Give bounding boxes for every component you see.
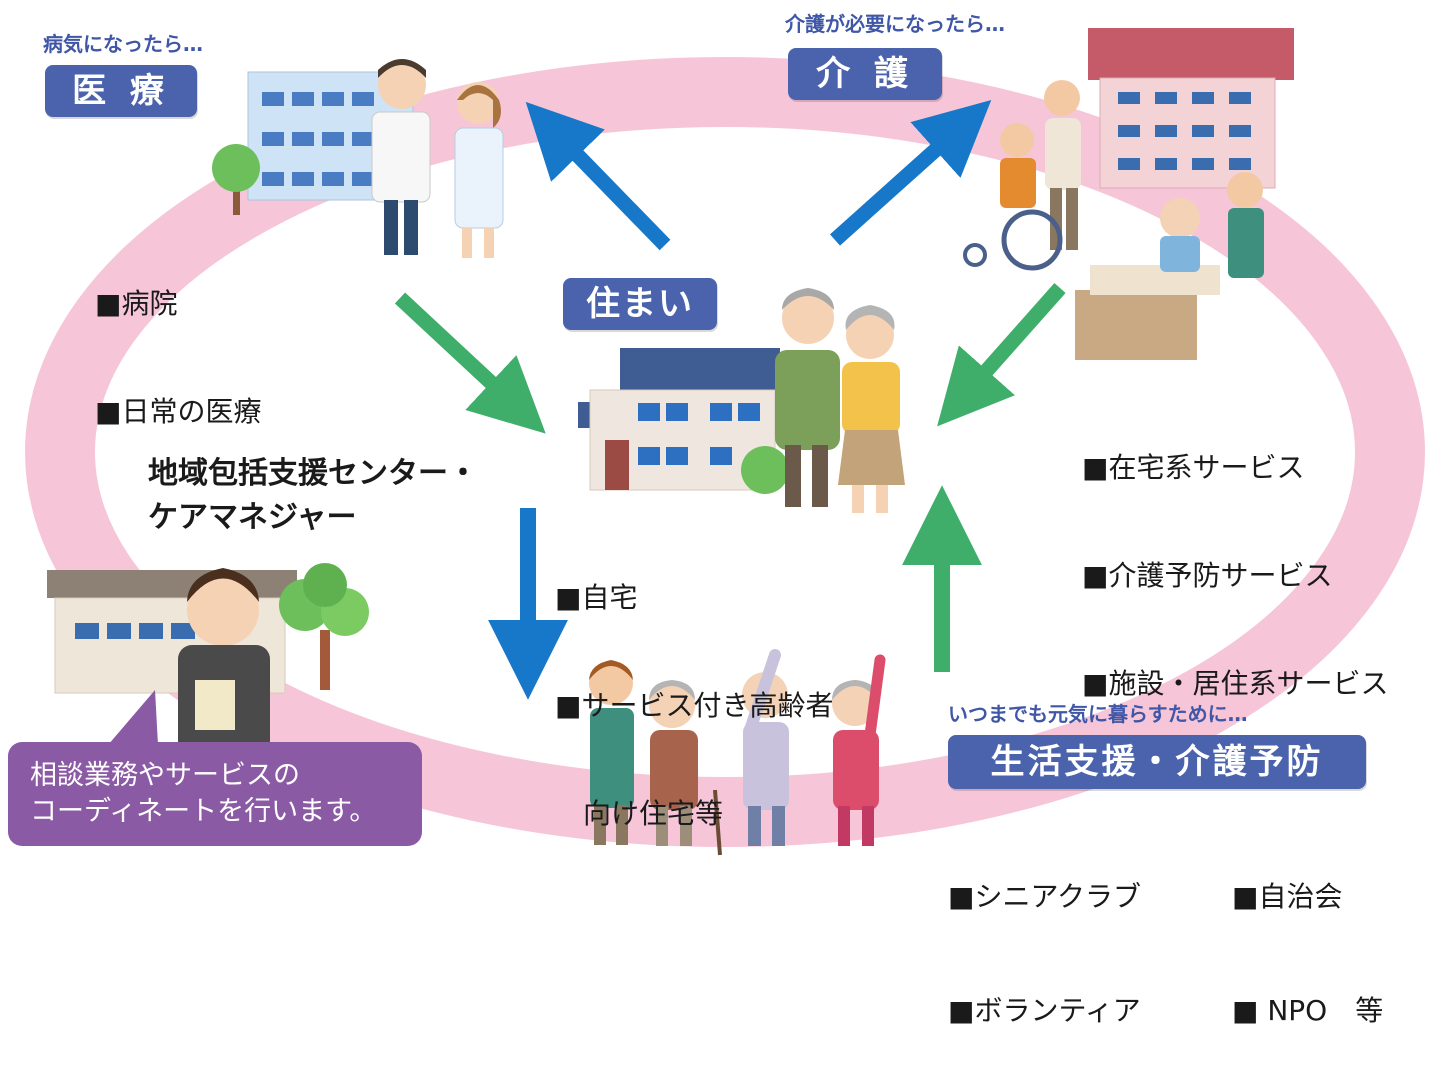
care-item-prevention-services: ■介護予防サービス <box>1082 559 1333 592</box>
housing-item-own-home: ■自宅 <box>555 581 638 614</box>
housing-item-serviced-housing-cont: 向け住宅等 <box>555 797 724 830</box>
medical-subtitle: 病気になったら… <box>43 32 203 56</box>
support-center-label: 地域包括支援センター・ ケアマネジャー <box>148 452 478 540</box>
doctor-nurse-icon <box>371 59 504 258</box>
consultation-line-2: コーディネートを行います。 <box>30 796 377 827</box>
housing-badge: 住まい <box>563 278 717 330</box>
care-item-home-services: ■在宅系サービス <box>1082 451 1305 484</box>
housing-list: ■自宅 ■サービス付き高齢者 向け住宅等 <box>555 508 833 868</box>
care-subtitle: 介護が必要になったら… <box>785 12 1005 36</box>
care-facility-icon <box>1088 28 1294 189</box>
house-icon <box>578 348 789 494</box>
care-manager-icon <box>178 568 270 755</box>
consultation-speech-bubble: 相談業務やサービスの コーディネートを行います。 <box>8 742 422 846</box>
speech-bubble-tail <box>108 690 158 745</box>
tree-icon <box>212 144 260 215</box>
arrow-care-to-home <box>937 283 1066 427</box>
support-item-neighborhood-assoc: ■自治会 <box>1232 880 1343 913</box>
support-center-line-1: 地域包括支援センター・ <box>148 456 478 491</box>
medical-badge: 医 療 <box>45 65 197 117</box>
support-badge: 生活支援・介護予防 <box>948 735 1366 789</box>
arrow-to-medical <box>525 101 671 251</box>
housing-item-serviced-housing: ■サービス付き高齢者 <box>555 689 834 722</box>
wheelchair-caregiver-icon <box>963 80 1081 271</box>
support-center-line-2: ケアマネジャー <box>148 500 357 535</box>
support-list-left: ■シニアクラブ ■ボランティア <box>948 802 1141 1068</box>
support-subtitle: いつまでも元気に暮らすために… <box>948 702 1248 726</box>
community-ring <box>25 57 1425 847</box>
exercising-seniors-icon <box>589 649 886 856</box>
support-item-senior-club: ■シニアクラブ <box>948 880 1142 913</box>
diagram-canvas <box>25 28 1425 856</box>
care-badge: 介 護 <box>788 48 942 100</box>
support-list-right: ■自治会 ■ NPO 等 <box>1232 802 1383 1068</box>
care-list: ■在宅系サービス ■介護予防サービス ■施設・居住系サービス <box>1082 378 1388 738</box>
support-item-volunteer: ■ボランティア <box>948 994 1141 1027</box>
tree-icon <box>279 563 369 690</box>
consultation-line-1: 相談業務やサービスの <box>30 760 300 791</box>
support-item-npo: ■ NPO 等 <box>1232 994 1384 1027</box>
medical-item-daily-care: ■日常の医療 <box>95 395 262 428</box>
elderly-couple-icon <box>775 288 905 513</box>
medical-item-hospital: ■病院 <box>95 287 178 320</box>
arrow-to-care <box>829 99 992 246</box>
care-item-facility-services: ■施設・居住系サービス <box>1082 667 1389 700</box>
medical-list: ■病院 ■日常の医療 <box>95 214 261 466</box>
care-bed-icon <box>1075 172 1264 360</box>
arrow-medical-to-home <box>394 292 546 434</box>
